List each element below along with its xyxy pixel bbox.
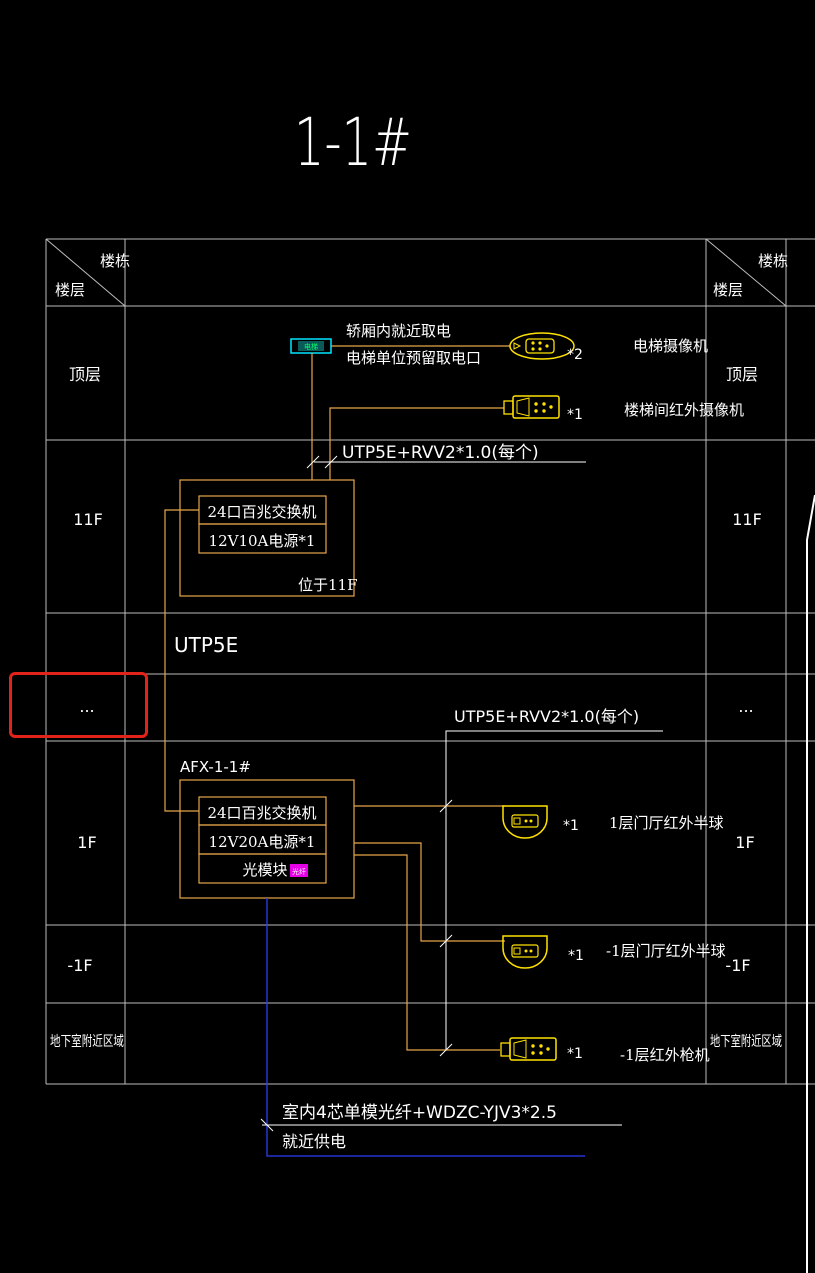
floor-label-basement-left: 地下室附近区域 [50,1033,124,1050]
floor-label-b1f-right: -1F [725,956,750,975]
floor-label-1f-right: 1F [735,833,754,852]
cabinet-11f-psu: 12V10A电源*1 [209,532,316,550]
stairwell-camera-label: 楼梯间红外摄像机 [624,401,744,419]
elevator-camera-count: *2 [567,347,583,363]
cabinet-1f-switch: 24口百兆交换机 [207,804,316,822]
power-source-label-2: 电梯单位预留取电口 [346,349,481,367]
lobby-b1-dome-label: -1层门厅红外半球 [606,942,726,960]
header-building-label-right: 楼栋 [758,252,788,270]
svg-text:电梯: 电梯 [304,342,318,351]
floor-table-grid [45,238,815,1085]
lobby-b1-dome-count: *1 [568,948,584,964]
floor-label-b1f-left: -1F [67,956,92,975]
elevator-camera-label: 电梯摄像机 [633,337,708,355]
feed-cable-label: 室内4芯单模光纤+WDZC-YJV3*2.5 [282,1103,557,1123]
header-floor-label-right: 楼层 [713,281,743,299]
floor-label-11f-right: 11F [732,510,762,529]
b1-ir-bullet-camera-icon [500,1037,557,1061]
drawing-title: 1-1# [294,104,412,181]
floor-label-ellipsis-left: ... [79,697,94,716]
floor-label-11f-left: 11F [73,510,103,529]
cabinet-11f-switch: 24口百兆交换机 [207,503,316,521]
cabinet-1f-psu: 12V20A电源*1 [209,833,316,851]
fiber-module-tag: 光纤 [290,864,308,877]
cabinet-1f-name: AFX-1-1# [180,758,251,776]
upper-cable-label: UTP5E+RVV2*1.0(每个) [342,443,539,463]
floor-label-ellipsis-right: ... [738,697,753,716]
elevator-power-box: 电梯 [290,338,332,354]
lobby-b1-ir-dome-icon [502,935,548,969]
b1-bullet-count: *1 [567,1046,583,1062]
floor-label-1f-left: 1F [77,833,96,852]
elevator-camera-icon [509,332,575,360]
lower-device-wires [354,805,505,1051]
riser-cable-label: UTP5E [174,633,238,657]
b1-bullet-label: -1层红外枪机 [620,1046,710,1064]
header-floor-label-left: 楼层 [55,281,85,299]
riser-cable [164,509,199,812]
lobby-1f-ir-dome-icon [502,805,548,839]
top-floor-wires [311,345,510,480]
floor-label-basement-right: 地下室附近区域 [710,1033,782,1050]
floor-label-top-left: 顶层 [69,365,101,384]
lobby-1f-dome-label: 1层门厅红外半球 [609,814,724,832]
header-building-label-left: 楼栋 [100,252,130,270]
right-edge-line [806,494,815,1273]
stairwell-camera-count: *1 [567,407,583,423]
lower-cable-label: UTP5E+RVV2*1.0(每个) [454,707,639,726]
stairwell-ir-camera-icon [503,395,560,419]
svg-text:光纤: 光纤 [292,867,306,876]
cabinet-11f-location: 位于11F [298,576,358,594]
floor-label-top-right: 顶层 [726,365,758,384]
cabinet-1f-fiber-module: 光模块 [242,861,287,879]
fiber-power-feed-line [266,898,585,1157]
feed-power-label: 就近供电 [282,1132,346,1151]
lower-cable-leader [445,730,663,1050]
wire-tick-marks [439,799,453,1057]
power-source-label-1: 轿厢内就近取电 [346,322,451,340]
lobby-1f-dome-count: *1 [563,818,579,834]
selection-highlight-box[interactable] [9,672,148,738]
